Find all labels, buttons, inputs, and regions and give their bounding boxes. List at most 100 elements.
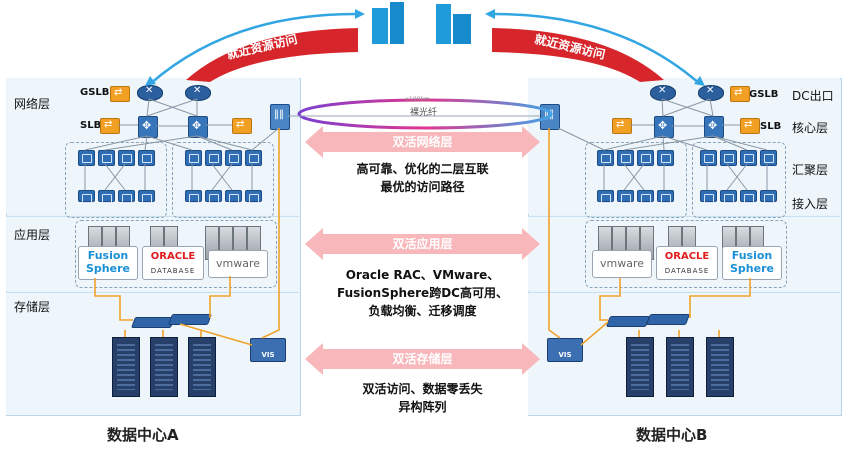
gslb-label-a: GSLB — [80, 87, 110, 98]
access-switch-icon — [700, 190, 717, 203]
slb-icon-b1 — [612, 118, 632, 134]
fusionsphere-logo-b: Fusion Sphere — [722, 246, 782, 280]
router-icon-a2 — [185, 85, 211, 101]
fiber-distance-label: <100km — [404, 96, 430, 103]
gslb-icon-b — [730, 86, 750, 102]
access-switch-icon — [78, 190, 95, 203]
access-switch-icon — [740, 190, 757, 203]
agg-switch-icon — [760, 150, 777, 166]
agg-switch-icon — [597, 150, 614, 166]
band-arrow-storage — [305, 343, 540, 375]
agg-switch-icon — [245, 150, 262, 166]
slb-icon-a1 — [100, 118, 120, 134]
slb-icon-a2 — [232, 118, 252, 134]
vmware-logo-text: vmware — [599, 257, 644, 270]
oracle-database-logo-a: ORACLE DATABASE — [142, 246, 204, 280]
layer-label-application: 应用层 — [14, 228, 51, 242]
core-switch-icon-a1 — [138, 116, 158, 138]
fiber-label: 裸光纤 — [410, 108, 438, 118]
agg-switch-icon — [700, 150, 717, 166]
agg-switch-icon — [185, 150, 202, 166]
building-icon-right — [436, 4, 451, 44]
access-switch-icon — [185, 190, 202, 203]
label-core-layer: 核心层 — [792, 121, 829, 135]
access-switch-icon — [225, 190, 242, 203]
access-switch-icon — [118, 190, 135, 203]
vmware-logo-text: vmware — [215, 257, 260, 270]
router-icon-b1 — [650, 85, 676, 101]
agg-switch-icon — [637, 150, 654, 166]
band-application-title: 双活应用层 — [392, 237, 453, 251]
label-dc-exit: DC出口 — [792, 89, 834, 103]
access-switch-icon — [720, 190, 737, 203]
desc-line: 高可靠、优化的二层互联 — [356, 162, 489, 176]
layer-label-network: 网络层 — [14, 97, 51, 111]
app-a-dashed — [75, 220, 277, 288]
access-switch-icon — [637, 190, 654, 203]
core-switch-icon-b2 — [704, 116, 724, 138]
storage-array-icon — [112, 337, 140, 397]
desc-line: 双活访问、数据零丢失 — [362, 382, 483, 396]
band-network: 双活网络层 — [305, 126, 540, 158]
oracle-logo-text: ORACLE — [150, 251, 196, 262]
vis-icon-a: VIS — [250, 338, 286, 362]
band-network-desc: 高可靠、优化的二层互联 最优的访问路径 — [300, 160, 545, 196]
fusionsphere-logo-line2: Sphere — [730, 262, 774, 275]
storage-array-icon — [706, 337, 734, 397]
gslb-label-b: GSLB — [749, 89, 779, 100]
slb-icon-b2 — [740, 118, 760, 134]
desc-line: FusionSphere跨DC高可用、 — [337, 286, 508, 300]
building-icon-right-tower — [453, 14, 471, 44]
oracle-logo-text: ORACLE — [664, 251, 710, 262]
access-switch-icon — [138, 190, 155, 203]
slb-label-b: SLB — [760, 121, 782, 132]
desc-line: 负载均衡、迁移调度 — [368, 304, 477, 318]
band-arrow-application — [305, 228, 540, 260]
router-icon-a1 — [137, 85, 163, 101]
fusionsphere-logo-line2: Sphere — [86, 262, 130, 275]
storage-array-icon — [188, 337, 216, 397]
agg-switch-icon — [78, 150, 95, 166]
band-storage-title: 双活存储层 — [392, 352, 453, 366]
datacenter-a-title: 数据中心A — [107, 426, 179, 444]
band-storage-desc: 双活访问、数据零丢失 异构阵列 — [300, 380, 545, 416]
storage-array-icon — [666, 337, 694, 397]
access-switch-icon — [205, 190, 222, 203]
wan-gateway-icon-a — [270, 104, 290, 130]
layer-label-storage: 存储层 — [14, 300, 51, 314]
band-application: 双活应用层 — [305, 228, 540, 260]
datacenter-b-title: 数据中心B — [636, 426, 708, 444]
band-storage: 双活存储层 — [305, 343, 540, 375]
oracle-database-subtext: DATABASE — [150, 267, 196, 275]
label-access-layer: 接入层 — [792, 197, 829, 211]
fusionsphere-logo-line1: Fusion — [731, 249, 773, 262]
access-arrow-right — [492, 28, 664, 82]
building-icon-left-tower — [390, 2, 404, 44]
access-switch-icon — [617, 190, 634, 203]
band-network-title: 双活网络层 — [392, 135, 453, 149]
core-switch-icon-b1 — [654, 116, 674, 138]
oracle-database-logo-b: ORACLE DATABASE — [656, 246, 718, 280]
access-switch-icon — [98, 190, 115, 203]
access-arrow-left — [186, 28, 358, 82]
desc-line: 异构阵列 — [398, 400, 447, 414]
agg-switch-icon — [657, 150, 674, 166]
access-switch-icon — [657, 190, 674, 203]
gslb-icon-a — [110, 86, 130, 102]
access-switch-icon — [760, 190, 777, 203]
building-icon-left — [372, 8, 388, 44]
vis-icon-b: VIS — [547, 338, 583, 362]
band-application-desc: Oracle RAC、VMware、 FusionSphere跨DC高可用、 负… — [300, 266, 545, 320]
label-aggregation-layer: 汇聚层 — [792, 163, 829, 177]
fusionsphere-logo-a: Fusion Sphere — [78, 246, 138, 280]
desc-line: 最优的访问路径 — [380, 180, 465, 194]
oracle-database-subtext: DATABASE — [664, 267, 710, 275]
vis-label-a: VIS — [261, 351, 275, 359]
agg-switch-icon — [740, 150, 757, 166]
access-switch-icon — [597, 190, 614, 203]
desc-line: Oracle RAC、VMware、 — [345, 268, 500, 282]
vmware-logo-b: vmware — [592, 250, 652, 278]
agg-switch-icon — [138, 150, 155, 166]
storage-array-icon — [150, 337, 178, 397]
